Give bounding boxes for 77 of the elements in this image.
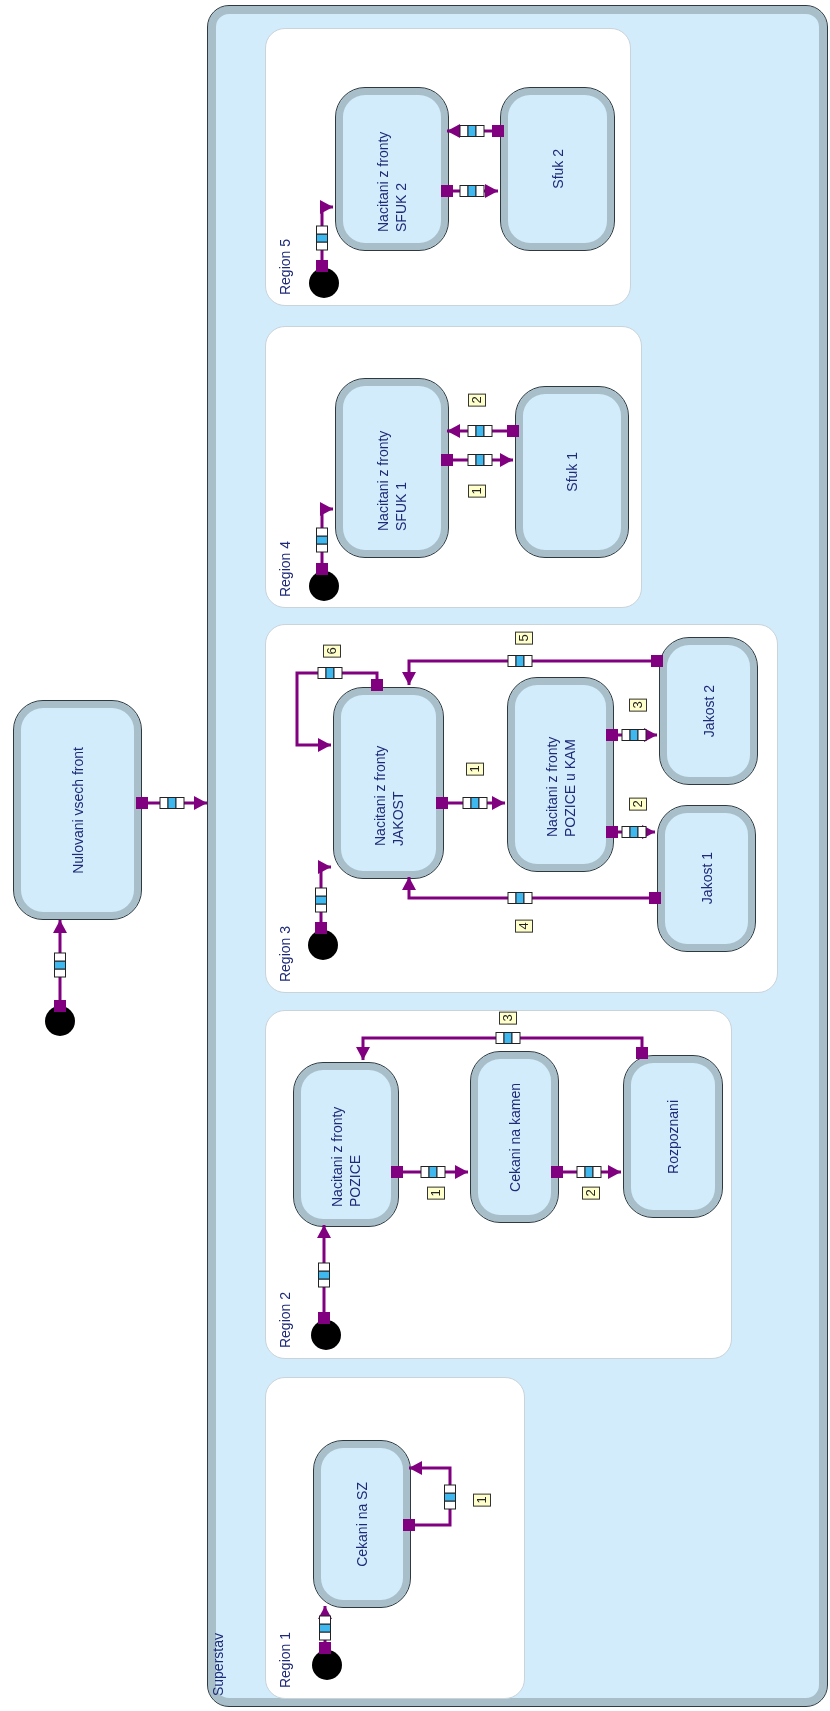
transition-arrow: [436, 796, 505, 810]
state-box: [470, 1051, 559, 1223]
state-name: Jakost 2: [699, 684, 718, 738]
transition-arrow: [551, 1165, 621, 1179]
transition-arrow: [402, 655, 663, 685]
transition-arrow: [402, 877, 661, 904]
state-box: [500, 87, 615, 251]
state-box: [335, 378, 449, 558]
initial-state-dot: [45, 1006, 75, 1036]
edge-label: 2: [582, 1186, 600, 1200]
initial-state-dot: [309, 571, 339, 601]
transition-arrow: [403, 1461, 452, 1531]
region-label: Region 1: [276, 1631, 294, 1688]
transition-arrow: [606, 825, 655, 839]
transition-arrow: [318, 1606, 332, 1654]
state-name: Rozpoznani: [664, 1099, 682, 1174]
transition-arrow: [315, 860, 331, 934]
state-name: Nacitani z fronty POZICE: [328, 1105, 364, 1207]
edge-label: 1: [466, 762, 484, 776]
edge-label: 6: [323, 644, 341, 658]
transition-arrow: [136, 796, 207, 810]
state-box: [659, 637, 758, 785]
state-box: [335, 87, 449, 251]
region-panel: [265, 624, 778, 993]
transition-arrow: [53, 920, 67, 1012]
state-name: Jakost 1: [697, 852, 716, 905]
state-name: Nulovani vsech front: [68, 746, 87, 874]
region-label: Region 5: [276, 238, 294, 295]
state-name: Nacitani z fronty SFUK 2: [374, 130, 410, 232]
edge-label: 3: [499, 1011, 517, 1025]
region-label: Region 2: [276, 1291, 294, 1348]
state-name: Cekani na kamen: [505, 1082, 524, 1192]
transition-arrow: [441, 184, 498, 198]
initial-state-dot: [308, 930, 338, 960]
edge-label: 5: [515, 631, 533, 645]
region-panel: [265, 28, 631, 306]
state-box: [313, 1440, 411, 1608]
superstate-label: Superstav: [209, 1632, 227, 1696]
region-label: Region 4: [276, 540, 294, 597]
transition-arrow: [356, 1036, 648, 1060]
edge-label: 1: [427, 1186, 445, 1200]
transition-arrow: [295, 671, 383, 752]
edge-label: 2: [629, 797, 647, 811]
state-name: Nacitani z fronty POZICE u KAM: [542, 735, 579, 837]
region-panel: [265, 1377, 525, 1699]
state-box: [293, 1062, 399, 1227]
transition-arrow: [316, 502, 333, 575]
state-name: Sfuk 1: [563, 452, 581, 492]
edge-label: 3: [629, 698, 647, 712]
edge-label: 1: [468, 484, 486, 498]
transition-arrow: [316, 200, 333, 272]
edge-label: 4: [515, 919, 533, 933]
transition-arrow: [391, 1165, 468, 1179]
state-name: Nacitani z fronty SFUK 1: [374, 429, 410, 531]
region-panel: [265, 326, 642, 608]
state-name: Nacitani z fronty JAKOST: [370, 744, 407, 846]
transition-arrow: [447, 424, 519, 438]
superstate-panel: [207, 5, 828, 1707]
initial-state-dot: [312, 1650, 342, 1680]
state-box: [623, 1055, 723, 1218]
transition-arrow: [441, 453, 513, 467]
transition-arrow: [447, 124, 504, 138]
transition-arrow: [606, 728, 657, 742]
edge-label: 2: [468, 393, 486, 407]
state-name: Cekani na SZ: [353, 1481, 371, 1567]
region-panel: [265, 1010, 732, 1359]
initial-state-dot: [311, 1320, 341, 1350]
edge-label: 1: [473, 1493, 491, 1507]
state-name: Sfuk 2: [548, 149, 567, 189]
state-box: [333, 687, 444, 879]
state-box: [507, 677, 614, 872]
state-box: [657, 805, 756, 952]
initial-state-dot: [309, 268, 339, 298]
state-box: [515, 386, 629, 558]
region-label: Region 3: [276, 925, 294, 982]
transition-arrow: [317, 1225, 331, 1324]
state-box: [13, 700, 142, 920]
